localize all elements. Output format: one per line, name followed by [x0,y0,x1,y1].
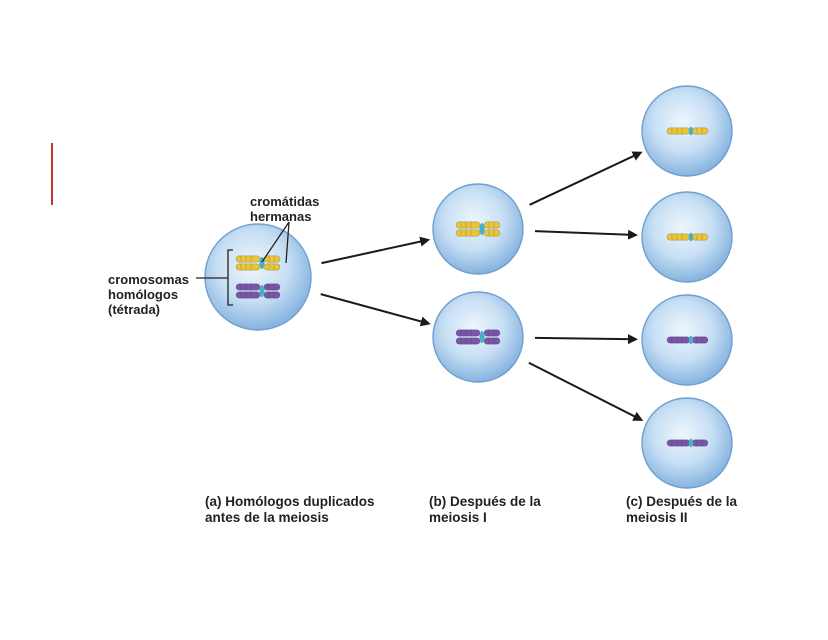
chromatid-arm-right [691,127,709,135]
chromosome-purple-single [666,438,709,448]
chromosome-purple-duplicated [235,283,281,299]
cell-c2 [641,191,733,283]
centromere [479,223,485,235]
chromatid-arm-left [235,255,261,263]
label-pointers [196,221,290,306]
chromatid-arm-right [483,329,501,337]
cell-a [204,223,312,331]
chromatid-arm-right [691,439,709,447]
caption-c: (c) Después de la meiosis II [626,494,738,525]
cell-membrane [204,223,312,331]
chromatid-arm-right [263,255,281,263]
chromatid-arm-left [235,283,261,291]
chromatid-arm-left [455,221,481,229]
chromosome-yellow-duplicated [455,221,501,237]
chromosome-yellow-single [666,126,709,136]
cell-membrane [432,183,524,275]
chromatid-arm-right [263,283,281,291]
arrows-layer [320,151,644,421]
centromere [688,335,694,345]
sister-chromatids-label: cromátidas hermanas [250,194,320,224]
chromatid-arm-left [455,329,481,337]
arrow-b2-to-c4 [528,361,644,421]
chromatid-arm-left [666,127,691,135]
chromatid-arm-left [235,291,261,299]
chromosome-purple-single [666,335,709,345]
sister-chromatids-pointer [261,221,290,264]
homologous-chromosomes-label: cromosomas homólogos (tétrada) [108,272,189,317]
cells-layer [204,85,733,489]
centromere [688,232,694,242]
chromosome-yellow-duplicated [235,255,281,271]
centromere [259,285,265,297]
cell-c1 [641,85,733,177]
cell-membrane [432,291,524,383]
chromatid-arm-left [235,263,261,271]
arrow-a-to-b1 [321,236,431,265]
caption-a: (a) Homólogos duplicados antes de la mei… [205,494,375,525]
chromatid-arm-right [691,336,709,344]
chromatid-arm-left [455,229,481,237]
cell-b1 [432,183,524,275]
chromatid-arm-right [483,337,501,345]
slide-accent-line [51,143,53,205]
caption-b: (b) Después de la meiosis I [429,494,541,525]
chromatid-arm-right [691,233,709,241]
homologs-bracket [196,249,233,306]
chromatid-arm-left [455,337,481,345]
cell-c4 [641,397,733,489]
chromatid-arm-left [666,439,691,447]
chromatid-arm-right [483,221,501,229]
cell-b2 [432,291,524,383]
centromere [688,126,694,136]
arrow-b2-to-c3 [534,334,639,345]
chromatid-arm-right [483,229,501,237]
chromosome-yellow-single [666,232,709,242]
centromere [479,331,485,343]
chromatid-arm-right [263,263,281,271]
arrow-b1-to-c2 [534,229,639,240]
cell-c3 [641,294,733,386]
arrow-a-to-b2 [320,293,431,327]
chromosome-purple-duplicated [455,329,501,345]
chromatid-arm-right [263,291,281,299]
chromatid-arm-left [666,233,691,241]
chromatid-arm-left [666,336,691,344]
centromere [688,438,694,448]
arrow-b1-to-c1 [529,151,643,206]
